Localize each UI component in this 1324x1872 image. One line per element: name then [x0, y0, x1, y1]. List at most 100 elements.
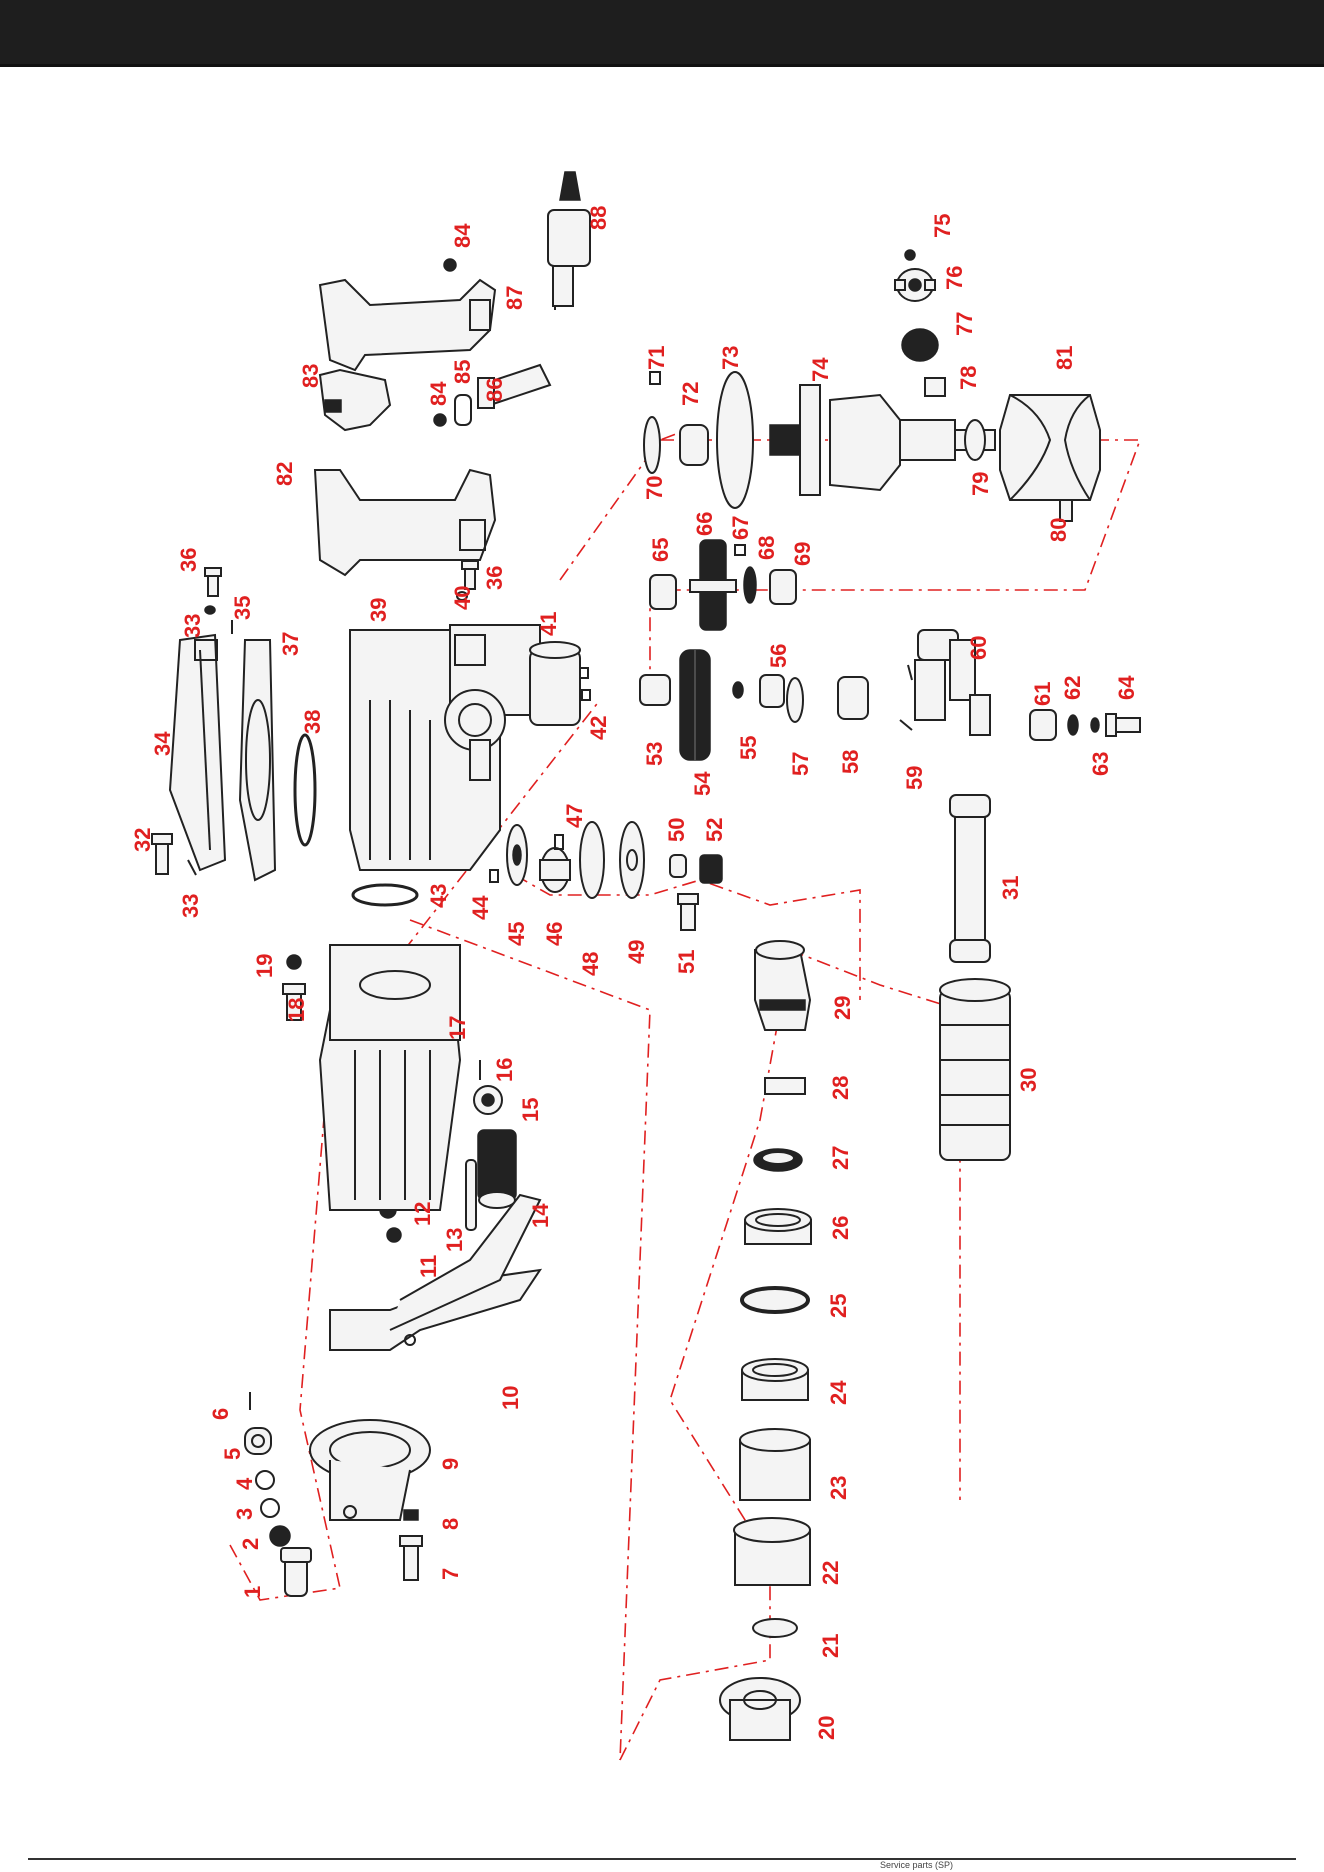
part-11-nut [387, 1228, 401, 1242]
label-11: 11 [416, 1255, 441, 1278]
label-61: 61 [1030, 682, 1055, 706]
label-72: 72 [678, 382, 703, 406]
part-5-bushing [245, 1428, 271, 1454]
part-79-bearing [965, 420, 985, 460]
part-36-screw-upper [205, 568, 221, 596]
part-87-handle-half [320, 280, 495, 370]
label-43: 43 [426, 884, 451, 908]
label-13: 13 [442, 1228, 467, 1252]
label-4: 4 [232, 1477, 257, 1490]
label-20: 20 [814, 1716, 839, 1740]
part-74-rotor [770, 385, 995, 495]
part-31-piston-rod [950, 795, 990, 962]
label-69: 69 [790, 542, 815, 566]
part-59-clips [900, 665, 912, 730]
label-48: 48 [578, 952, 603, 976]
part-19-washer [287, 955, 301, 969]
part-33-washer-lower [188, 860, 196, 875]
part-85-spring [455, 395, 471, 425]
label-28: 28 [828, 1076, 853, 1100]
label-18: 18 [284, 998, 309, 1022]
label-1: 1 [240, 1586, 265, 1598]
part-14-spring [478, 1130, 516, 1208]
label-17: 17 [445, 1016, 470, 1040]
label-36-lower: 36 [482, 566, 507, 590]
label-46: 46 [542, 922, 567, 946]
part-1-chisel-bolt [281, 1548, 311, 1596]
part-3-washer [261, 1499, 279, 1517]
label-6: 6 [208, 1408, 233, 1420]
label-71: 71 [644, 346, 669, 370]
label-60: 60 [966, 636, 991, 660]
part-2-ring [270, 1526, 290, 1546]
label-52: 52 [702, 818, 727, 842]
label-45: 45 [504, 922, 529, 946]
part-56-bearing [760, 675, 784, 707]
label-56: 56 [766, 644, 791, 668]
part-43-o-ring [353, 885, 417, 905]
label-15: 15 [518, 1098, 543, 1122]
label-82: 82 [272, 462, 297, 486]
part-13-pin [466, 1160, 476, 1230]
part-71-key [650, 372, 660, 384]
label-87: 87 [502, 286, 527, 310]
label-59: 59 [902, 766, 927, 790]
label-49: 49 [624, 940, 649, 964]
label-55: 55 [736, 736, 761, 760]
part-68-washer [744, 567, 756, 603]
motor-parts [644, 250, 1100, 521]
label-81: 81 [1052, 346, 1077, 370]
label-9: 9 [438, 1458, 463, 1470]
label-84-lower: 84 [426, 381, 451, 406]
part-38-seal [295, 735, 315, 845]
label-38: 38 [300, 710, 325, 734]
part-17-front-housing [320, 945, 460, 1210]
part-44-key [490, 870, 498, 882]
part-30-cylinder [940, 979, 1010, 1160]
label-57: 57 [788, 752, 813, 776]
axis-piston [790, 950, 960, 1500]
label-75: 75 [930, 214, 955, 238]
label-53: 53 [642, 742, 667, 766]
part-66-gear-shaft [690, 540, 736, 630]
part-36-screw-lower [462, 561, 478, 589]
part-8-washer [404, 1510, 418, 1520]
part-81-stator [1000, 395, 1100, 500]
label-80: 80 [1046, 518, 1071, 542]
label-25: 25 [826, 1294, 851, 1318]
label-7: 7 [438, 1568, 463, 1580]
label-88: 88 [586, 206, 611, 230]
label-5: 5 [220, 1448, 245, 1460]
part-76-brush-holder [895, 269, 935, 301]
label-65: 65 [648, 538, 673, 562]
part-47-key [555, 835, 563, 849]
label-23: 23 [826, 1476, 851, 1500]
part-61-bushing [1030, 710, 1056, 740]
part-83-switch [320, 370, 390, 430]
label-10: 10 [498, 1386, 523, 1410]
label-70: 70 [642, 476, 667, 500]
label-44: 44 [468, 895, 493, 920]
label-36-upper: 36 [176, 548, 201, 572]
part-82-handle-half [315, 470, 495, 575]
label-22: 22 [818, 1561, 843, 1585]
label-30: 30 [1016, 1068, 1041, 1092]
part-23-sleeve [740, 1429, 810, 1500]
label-58: 58 [838, 750, 863, 774]
footer-rule [28, 1858, 1296, 1860]
part-21-washer [753, 1619, 797, 1637]
label-40: 40 [450, 586, 475, 610]
label-33-lower: 33 [178, 894, 203, 918]
part-51-screw [678, 894, 698, 930]
label-26: 26 [828, 1216, 853, 1240]
label-39: 39 [366, 598, 391, 622]
label-86: 86 [482, 378, 507, 402]
label-74: 74 [808, 357, 833, 382]
part-84-screw-lower [434, 414, 446, 426]
part-73-fan [717, 372, 753, 508]
label-37: 37 [278, 632, 303, 656]
part-49-plate [620, 822, 644, 898]
label-47: 47 [562, 804, 587, 828]
part-57-washer [787, 678, 803, 722]
